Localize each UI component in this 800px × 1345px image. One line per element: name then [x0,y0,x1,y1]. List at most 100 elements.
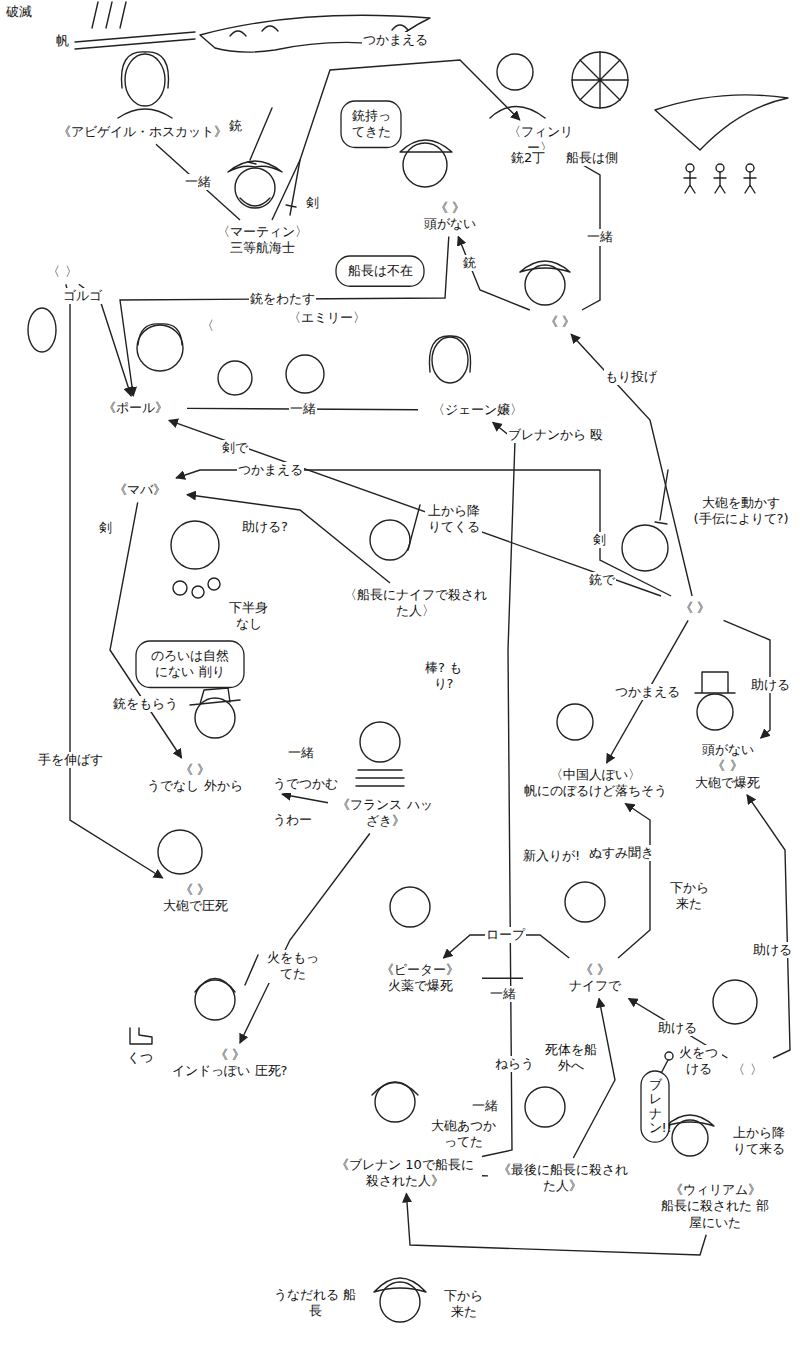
abigail-hair [118,52,172,118]
brennan-cap [372,1083,418,1096]
speech-bubble: ブレナン!! [640,1070,670,1143]
swordsman-face [622,525,668,571]
connector [110,502,182,758]
annotation: 銃2丁 [510,150,546,166]
node-text: 《ポール》 [88,400,182,416]
edge-label: もり投げ [604,369,658,385]
node-text: 《最後に船長に殺された人》 [493,1162,632,1195]
edge-label: 銃をもらう [112,696,179,712]
stick-heads [746,164,754,172]
edge-label: ロープ [485,927,526,943]
character-label: 〈 〉 [15,262,110,282]
captain-bottom-hat [374,1278,426,1292]
william-hat [666,1115,714,1126]
bubble-shape [641,1071,669,1142]
knife-victim-face [370,520,410,560]
connector [482,422,515,1156]
connector [482,978,523,979]
connector [176,470,671,596]
edge-label: 一緒 [586,229,614,245]
ship-wheel [572,52,628,108]
character-label: 《 》 [610,598,780,618]
connector [169,420,661,596]
character-label: 頭がない《 》大砲で爆死 [665,740,790,793]
martin-gun [248,108,272,164]
torch-flame [665,1052,673,1060]
far-left-face [28,308,56,352]
character-label: 〈エミリー〉 [268,308,386,328]
annotation: 下半身なし [225,600,272,633]
node-text: 〈ジェーン嬢〉 [423,402,532,418]
annotation: 大砲あつかってた [425,1118,502,1151]
node-text: 《ブレナン 10で船長に殺された人》 [333,1157,477,1190]
node-text: 《 》 [113,762,277,778]
chinese-face [557,704,593,740]
speech-bubble: 船長は不在 [335,255,425,287]
stick-figures [684,172,756,193]
edge-label: 一緒 [289,401,317,417]
hat-figure-face [525,265,565,305]
node-text: 《 》 [168,1047,292,1063]
swordsman-sword [655,470,668,524]
node-text: 《 》 [403,200,497,216]
annotation: 上から降りてくる [425,503,482,536]
stick-heads [686,164,694,172]
connector [482,1175,488,1177]
crushed-face [158,830,202,874]
edge-label: 一緒 [471,1098,499,1114]
character-label: 《 》 [505,312,615,332]
martin-face [235,168,275,208]
character-label: 《フランス ハッざき》 [330,795,440,832]
node-text: 《 》 [138,882,252,898]
node-text: 《 》 [508,314,612,330]
edge-label: 銃 [462,255,477,271]
node-text: 〈マーティン〉 [208,224,317,240]
french-face [360,722,400,762]
connector [187,495,390,583]
brennan-face [375,1082,415,1122]
connector [571,334,692,596]
node-text: のろいは自然にない 削り [145,648,235,681]
node-text: 船長は不在 [345,263,415,279]
node-text: ナイフで [528,978,662,994]
top-hat [695,672,735,693]
annotation: 銃 [228,118,243,134]
abigail-face [125,54,165,106]
bubble-shape [136,641,244,688]
character-label: 《ピーター》火薬で爆死 [360,960,480,997]
hat-figure-hat [520,261,570,272]
node-text: 〈エミリー〉 [271,310,383,326]
edge-label: うでつかむ [272,776,339,792]
node-text: 頭がない [403,216,497,232]
edge-label: 助ける? [241,519,289,535]
connector [747,795,790,1058]
ruin-strokes [92,2,126,28]
node-text: 三等航海士 [208,240,317,256]
node-text: 《フランス ハッざき》 [333,797,437,830]
character-label: 〈マーティン〉三等航海士 [205,222,320,259]
annotation: 下から来た [440,1288,487,1321]
connector [618,804,650,959]
shoe [130,1028,152,1044]
annotation: ぬすみ聞き [588,845,655,861]
maba-face [171,521,219,569]
bubble-shape [336,256,424,286]
character-label: 《 》ナイフで [525,960,665,997]
annotation: 剣 [305,195,320,211]
node-text: 《 》 [528,962,662,978]
edge-label: ブレナンから 殴 [507,427,604,443]
martin-hat [228,161,282,206]
finley-face [497,54,533,90]
annotation: 破滅 [5,4,33,20]
jane-hair [429,336,470,372]
character-label: 《ブレナン 10で船長に殺された人》 [330,1155,480,1192]
knife-man-face [565,882,605,922]
node-text: 《 》 [668,758,787,774]
connector [120,237,449,397]
maba-coin [192,586,204,598]
annotation: 死体を船外へ [540,1042,602,1075]
annotation: ゴルゴ [62,288,103,304]
maba-coin [173,581,187,595]
speech-bubble: のろいは自然にない 削り [135,640,245,689]
character-label: 《ポール》 [85,398,185,418]
